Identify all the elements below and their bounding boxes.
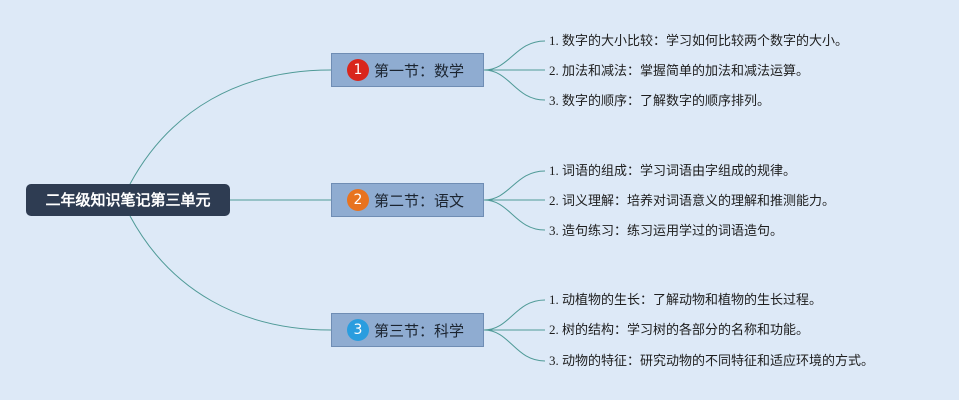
connector-section-1-item-3	[483, 69, 546, 101]
subtopic-item[interactable]: 2. 词义理解：培养对词语意义的理解和推测能力。	[549, 193, 836, 208]
number-badge-2: 2	[347, 189, 369, 211]
subtopic-item[interactable]: 3. 数字的顺序：了解数字的顺序排列。	[549, 93, 771, 108]
section-title: 第三节：科学	[374, 321, 465, 340]
connector-section-1-item-1	[483, 40, 546, 71]
connector-section-2-item-3	[483, 199, 546, 231]
subtopic-item[interactable]: 2. 加法和减法：掌握简单的加法和减法运算。	[549, 63, 810, 78]
connector-root-section-1	[129, 69, 332, 185]
subtopic-item[interactable]: 1. 动植物的生长：了解动物和植物的生长过程。	[549, 292, 823, 307]
root-topic[interactable]: 二年级知识笔记第三单元	[26, 184, 230, 216]
connector-section-3-item-1	[483, 299, 546, 331]
section-topic-science[interactable]: 3 第三节：科学	[331, 313, 484, 347]
section-title: 第一节：数学	[374, 61, 465, 80]
subtopic-item[interactable]: 2. 树的结构：学习树的各部分的名称和功能。	[549, 322, 810, 337]
subtopic-item[interactable]: 3. 造句练习：练习运用学过的词语造句。	[549, 223, 784, 238]
section-topic-math[interactable]: 1 第一节：数学	[331, 53, 484, 87]
subtopic-item[interactable]: 1. 数字的大小比较：学习如何比较两个数字的大小。	[549, 33, 849, 48]
connector-section-2-item-1	[483, 170, 546, 201]
subtopic-item[interactable]: 1. 词语的组成：学习词语由字组成的规律。	[549, 163, 797, 178]
connector-section-3-item-3	[483, 329, 546, 362]
section-title: 第二节：语文	[374, 191, 465, 210]
section-topic-chinese[interactable]: 2 第二节：语文	[331, 183, 484, 217]
connector-root-section-3	[129, 215, 332, 331]
subtopic-item[interactable]: 3. 动物的特征：研究动物的不同特征和适应环境的方式。	[549, 353, 875, 368]
number-badge-3: 3	[347, 319, 369, 341]
number-badge-1: 1	[347, 59, 369, 81]
